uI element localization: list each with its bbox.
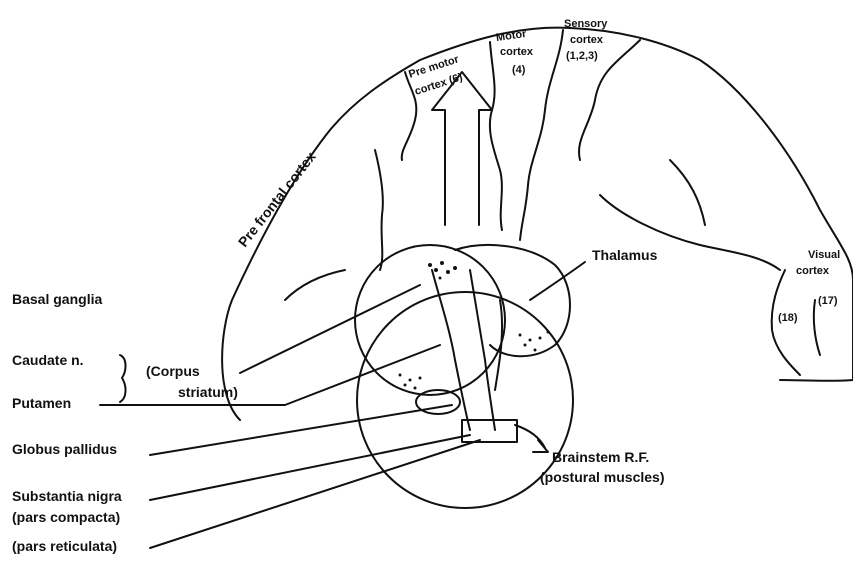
label-thalamus: Thalamus: [592, 247, 657, 264]
label-motor-2: cortex: [500, 46, 533, 59]
label-substantia-1: Substantia nigra: [12, 488, 122, 505]
label-sensory-2: cortex: [570, 34, 603, 47]
label-sensory-3: (1,2,3): [566, 50, 598, 63]
label-visual-1: Visual: [808, 249, 840, 262]
sulcus-sensory: [520, 30, 563, 240]
label-visual-2: cortex: [796, 265, 829, 278]
upward-arrow: [432, 72, 492, 225]
brainstem-box: [462, 420, 517, 442]
label-area-17: (17): [818, 295, 838, 308]
sulcus-occipital: [670, 160, 705, 225]
label-substantia-2: (pars compacta): [12, 509, 120, 526]
label-brainstem-2: (postural muscles): [540, 469, 664, 486]
label-substantia-3: (pars reticulata): [12, 538, 117, 555]
label-area-18: (18): [778, 312, 798, 325]
label-basal-ganglia: Basal ganglia: [12, 291, 102, 308]
label-pre-frontal: Pre frontal cortex: [235, 148, 319, 249]
label-sensory-1: Sensory: [564, 18, 607, 31]
leader-substantia-compacta: [150, 435, 470, 500]
thalamus-shape: [455, 245, 570, 356]
label-corpus-1: (Corpus: [146, 363, 200, 380]
leader-caudate: [240, 285, 420, 373]
label-brainstem-1: Brainstem R.F.: [552, 449, 649, 466]
leader-substantia-reticulata: [150, 440, 480, 548]
striatum-circle: [355, 245, 505, 395]
brace: [120, 355, 126, 402]
label-corpus-2: striatum): [178, 384, 238, 401]
label-putamen: Putamen: [12, 395, 71, 412]
label-motor-3: (4): [512, 64, 525, 77]
visual-fold: [814, 300, 820, 355]
label-globus: Globus pallidus: [12, 441, 117, 458]
cortex-outline: [222, 28, 853, 420]
label-caudate: Caudate n.: [12, 352, 84, 369]
pathway-3: [495, 300, 502, 390]
sulcus-lower: [285, 270, 345, 300]
sulcus-motor: [490, 42, 502, 230]
brainstem-arrow: [515, 425, 548, 452]
sulcus-frontal: [375, 150, 383, 270]
stipple-shading: [399, 261, 550, 390]
